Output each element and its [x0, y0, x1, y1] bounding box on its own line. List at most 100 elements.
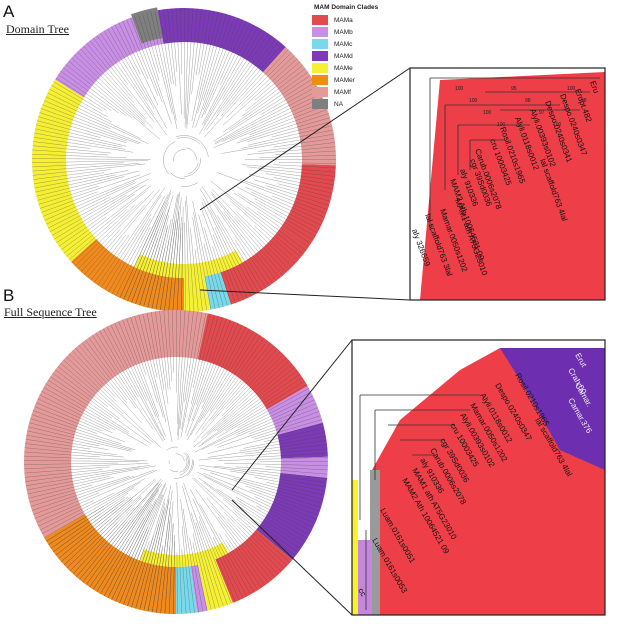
- legend-swatch-mama: [312, 15, 328, 25]
- leaf-branch: [32, 410, 98, 434]
- leaf-branch: [249, 105, 326, 136]
- leaf-branch: [35, 174, 116, 193]
- leaf-branch: [198, 477, 301, 550]
- leaf-branch: [49, 178, 149, 233]
- leaf-branch: [34, 492, 100, 519]
- clade-wedge: [262, 47, 336, 166]
- tree-branches: [32, 8, 336, 312]
- leaf-branch: [146, 312, 173, 442]
- leaf-branch: [93, 489, 159, 590]
- leaf-branch: [199, 503, 251, 595]
- leaf-branch: [41, 390, 116, 431]
- leaf-branch: [60, 70, 120, 114]
- clade-inner-band: [134, 250, 243, 278]
- leaf-branch: [28, 477, 114, 499]
- full-sequence-tree: [24, 310, 328, 614]
- leaf-branch: [240, 179, 328, 210]
- leaf-branch: [97, 187, 166, 286]
- leaf-branch: [108, 218, 151, 293]
- leaf-branch: [201, 395, 313, 450]
- leaf-branch: [256, 210, 309, 248]
- internal-branch: [181, 182, 199, 187]
- leaf-branch: [251, 415, 321, 438]
- leaf-branch: [26, 434, 109, 451]
- leaf-branch: [151, 219, 172, 309]
- leaf-branch: [198, 10, 211, 75]
- leaf-branch: [210, 472, 322, 508]
- leaf-branch: [27, 476, 110, 495]
- leaf-branch: [191, 8, 202, 95]
- leaf-branch: [202, 15, 231, 101]
- leaf-branch: [130, 316, 158, 403]
- leaf-branch: [194, 391, 312, 453]
- leaf-branch: [211, 345, 275, 421]
- internal-branch: [166, 446, 178, 451]
- leaf-branch: [96, 489, 160, 592]
- leaf-branch: [100, 504, 153, 595]
- leaf-branch: [221, 354, 284, 417]
- leaf-branch: [213, 101, 325, 148]
- leaf-branch: [130, 17, 163, 103]
- leaf-branch: [177, 310, 186, 436]
- leaf-branch: [260, 170, 335, 181]
- legend-title: MAM Domain Clades: [314, 4, 379, 11]
- leaf-branch: [43, 482, 141, 538]
- leaf-branch: [167, 310, 173, 382]
- leaf-branch: [193, 348, 278, 443]
- zoom-a-bootstrap: 95: [511, 86, 517, 92]
- leaf-branch: [213, 78, 313, 142]
- zoom-b-gray-clade: [370, 470, 380, 615]
- leaf-branch: [30, 475, 131, 507]
- leaf-branch: [265, 185, 330, 206]
- zoom-b-yellow-clade: [352, 480, 358, 615]
- leaf-branch: [219, 23, 251, 86]
- leaf-branch: [176, 552, 178, 614]
- leaf-branch: [239, 49, 289, 102]
- leaf-branch: [180, 312, 207, 438]
- leaf-branch: [247, 117, 331, 142]
- leaf-branch: [25, 439, 91, 450]
- leaf-branch: [122, 20, 149, 80]
- legend-item: MAMb: [312, 26, 402, 38]
- leaf-branch: [201, 19, 243, 119]
- leaf-branch: [43, 100, 111, 130]
- leaf-branch: [195, 318, 227, 406]
- leaf-branch: [189, 537, 204, 612]
- leaf-branch: [254, 225, 296, 264]
- clade-wedge: [184, 276, 211, 312]
- clade-wedge: [55, 10, 164, 98]
- leaf-branch: [96, 35, 167, 136]
- leaf-branch: [29, 484, 93, 503]
- leaf-branch: [56, 184, 146, 243]
- leaf-branch: [273, 138, 335, 148]
- leaf-branch: [240, 109, 328, 141]
- leaf-branch: [107, 28, 155, 109]
- leaf-branch: [155, 311, 169, 405]
- leaf-branch: [46, 182, 136, 225]
- leaf-branch: [53, 81, 103, 112]
- leaf-branch: [32, 163, 140, 172]
- leaf-branch: [127, 212, 164, 302]
- leaf-branch: [273, 164, 336, 169]
- leaf-branch: [229, 97, 323, 140]
- leaf-branch: [183, 482, 228, 606]
- leaf-branch: [226, 52, 292, 118]
- leaf-branch: [159, 310, 169, 390]
- leaf-branch: [184, 222, 186, 312]
- leaf-branch: [190, 314, 215, 405]
- leaf-branch: [238, 193, 314, 241]
- leaf-branch: [176, 482, 183, 614]
- leaf-branch: [249, 407, 318, 435]
- zoom-a-white-area: [410, 68, 605, 300]
- leaf-branch: [242, 68, 306, 117]
- leaf-branch: [155, 238, 170, 310]
- leaf-branch: [192, 477, 285, 569]
- leaf-branch: [247, 125, 333, 146]
- leaf-branch: [182, 485, 216, 609]
- leaf-branch: [39, 492, 115, 531]
- leaf-branch: [254, 477, 326, 492]
- leaf-branch: [215, 340, 268, 410]
- legend: MAM Domain Clades MAMa MAMb MAMc MAMd MA…: [312, 4, 402, 110]
- leaf-branch: [190, 512, 220, 608]
- clade-wedge: [220, 227, 309, 305]
